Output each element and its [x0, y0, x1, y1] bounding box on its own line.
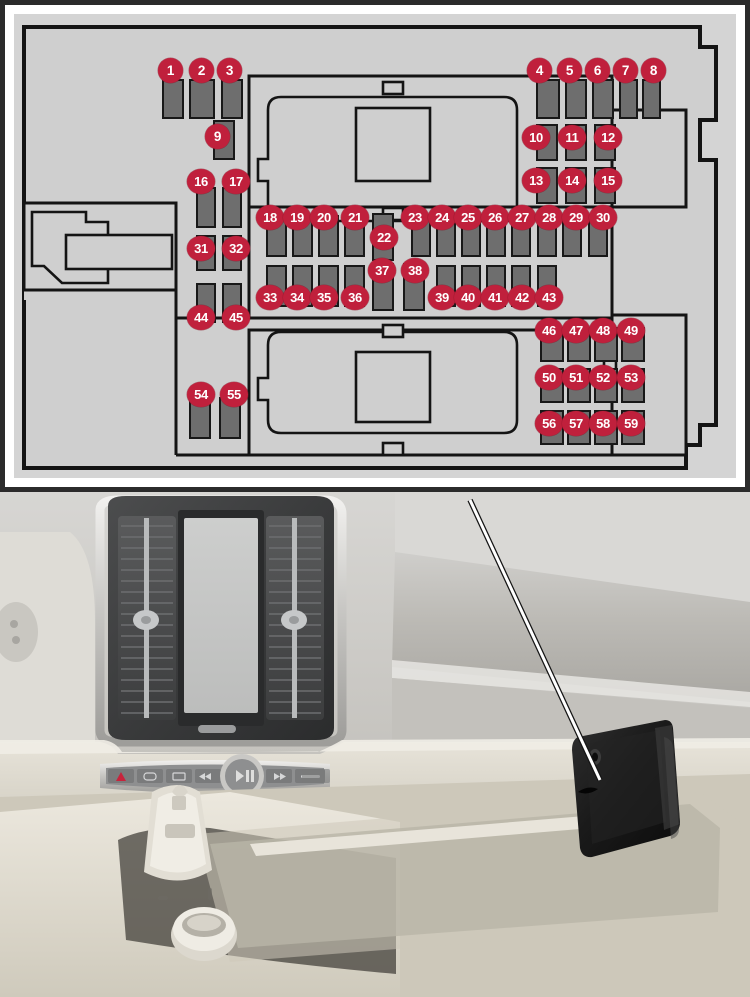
fuse-number-badge-40[interactable]: 40 [454, 285, 482, 310]
left-air-vent [118, 516, 176, 720]
fuse-number-badge-43[interactable]: 43 [535, 285, 563, 310]
fuse-slot-7[interactable] [619, 79, 638, 119]
fuse-number-badge-26[interactable]: 26 [481, 205, 509, 230]
fuse-slot-8[interactable] [642, 79, 661, 119]
fuse-number-badge-31[interactable]: 31 [187, 236, 215, 261]
fuse-slot-5[interactable] [565, 79, 587, 119]
fuse-number-badge-37[interactable]: 37 [368, 258, 396, 283]
fuse-number-badge-29[interactable]: 29 [562, 205, 590, 230]
fuse-number-badge-38[interactable]: 38 [401, 258, 429, 283]
fuse-number-badge-11[interactable]: 11 [558, 125, 586, 150]
fuse-number-badge-15[interactable]: 15 [594, 168, 622, 193]
fuse-number-badge-32[interactable]: 32 [222, 236, 250, 261]
fuse-number-badge-41[interactable]: 41 [481, 285, 509, 310]
fuse-number-badge-8[interactable]: 8 [641, 58, 666, 83]
fuse-number-badge-28[interactable]: 28 [535, 205, 563, 230]
fuse-number-badge-22[interactable]: 22 [370, 225, 398, 250]
fuse-number-badge-54[interactable]: 54 [187, 382, 215, 407]
fuse-slot-4[interactable] [536, 79, 560, 119]
drive-mode-knob [171, 907, 237, 961]
fuse-number-badge-49[interactable]: 49 [617, 318, 645, 343]
fuse-number-badge-50[interactable]: 50 [535, 365, 563, 390]
fuse-slot-1[interactable] [162, 79, 184, 119]
fuse-number-badge-7[interactable]: 7 [613, 58, 638, 83]
fuse-number-badge-9[interactable]: 9 [205, 124, 230, 149]
fuse-number-badge-44[interactable]: 44 [187, 305, 215, 330]
fuse-slot-3[interactable] [221, 79, 243, 119]
fuse-number-badge-30[interactable]: 30 [589, 205, 617, 230]
center-display-screen [178, 510, 264, 733]
fuse-number-badge-19[interactable]: 19 [283, 205, 311, 230]
fuse-number-badge-2[interactable]: 2 [189, 58, 214, 83]
fuse-number-badge-42[interactable]: 42 [508, 285, 536, 310]
fuse-number-badge-24[interactable]: 24 [428, 205, 456, 230]
fuse-number-badge-17[interactable]: 17 [222, 169, 250, 194]
fuse-number-badge-53[interactable]: 53 [617, 365, 645, 390]
right-air-vent [266, 516, 324, 720]
fuse-number-badge-47[interactable]: 47 [562, 318, 590, 343]
fuse-number-badge-55[interactable]: 55 [220, 382, 248, 407]
fuse-number-badge-35[interactable]: 35 [310, 285, 338, 310]
leader-line [467, 498, 603, 782]
fuse-number-badge-51[interactable]: 51 [562, 365, 590, 390]
fuse-number-badge-46[interactable]: 46 [535, 318, 563, 343]
fuse-number-badge-56[interactable]: 56 [535, 411, 563, 436]
fuse-number-badge-48[interactable]: 48 [589, 318, 617, 343]
fuse-slot-2[interactable] [189, 79, 215, 119]
fuse-number-badge-52[interactable]: 52 [589, 365, 617, 390]
fuse-number-badge-18[interactable]: 18 [256, 205, 284, 230]
fuse-number-badge-39[interactable]: 39 [428, 285, 456, 310]
fuse-number-badge-12[interactable]: 12 [594, 125, 622, 150]
gear-selector [144, 785, 212, 881]
media-control-panel [100, 754, 330, 798]
fuse-number-badge-23[interactable]: 23 [401, 205, 429, 230]
interior-photo [0, 492, 750, 997]
fuse-number-badge-3[interactable]: 3 [217, 58, 242, 83]
fuse-number-badge-14[interactable]: 14 [558, 168, 586, 193]
fuse-number-badge-16[interactable]: 16 [187, 169, 215, 194]
fuse-number-badge-33[interactable]: 33 [256, 285, 284, 310]
fuse-number-badge-34[interactable]: 34 [283, 285, 311, 310]
fuse-number-badge-59[interactable]: 59 [617, 411, 645, 436]
fuse-slot-6[interactable] [592, 79, 614, 119]
fuse-number-badge-20[interactable]: 20 [310, 205, 338, 230]
fuse-number-badge-45[interactable]: 45 [222, 305, 250, 330]
fuse-number-badge-5[interactable]: 5 [557, 58, 582, 83]
fuse-number-badge-27[interactable]: 27 [508, 205, 536, 230]
fuse-number-badge-13[interactable]: 13 [522, 168, 550, 193]
fuse-number-badge-10[interactable]: 10 [522, 125, 550, 150]
fuse-number-badge-21[interactable]: 21 [341, 205, 369, 230]
fuse-box-cover [572, 720, 680, 858]
fuse-number-badge-4[interactable]: 4 [527, 58, 552, 83]
fuse-number-badge-25[interactable]: 25 [454, 205, 482, 230]
fuse-number-badge-58[interactable]: 58 [589, 411, 617, 436]
fuse-number-badge-36[interactable]: 36 [341, 285, 369, 310]
fuse-number-badge-1[interactable]: 1 [158, 58, 183, 83]
fuse-number-badge-6[interactable]: 6 [585, 58, 610, 83]
fuse-number-badge-57[interactable]: 57 [562, 411, 590, 436]
